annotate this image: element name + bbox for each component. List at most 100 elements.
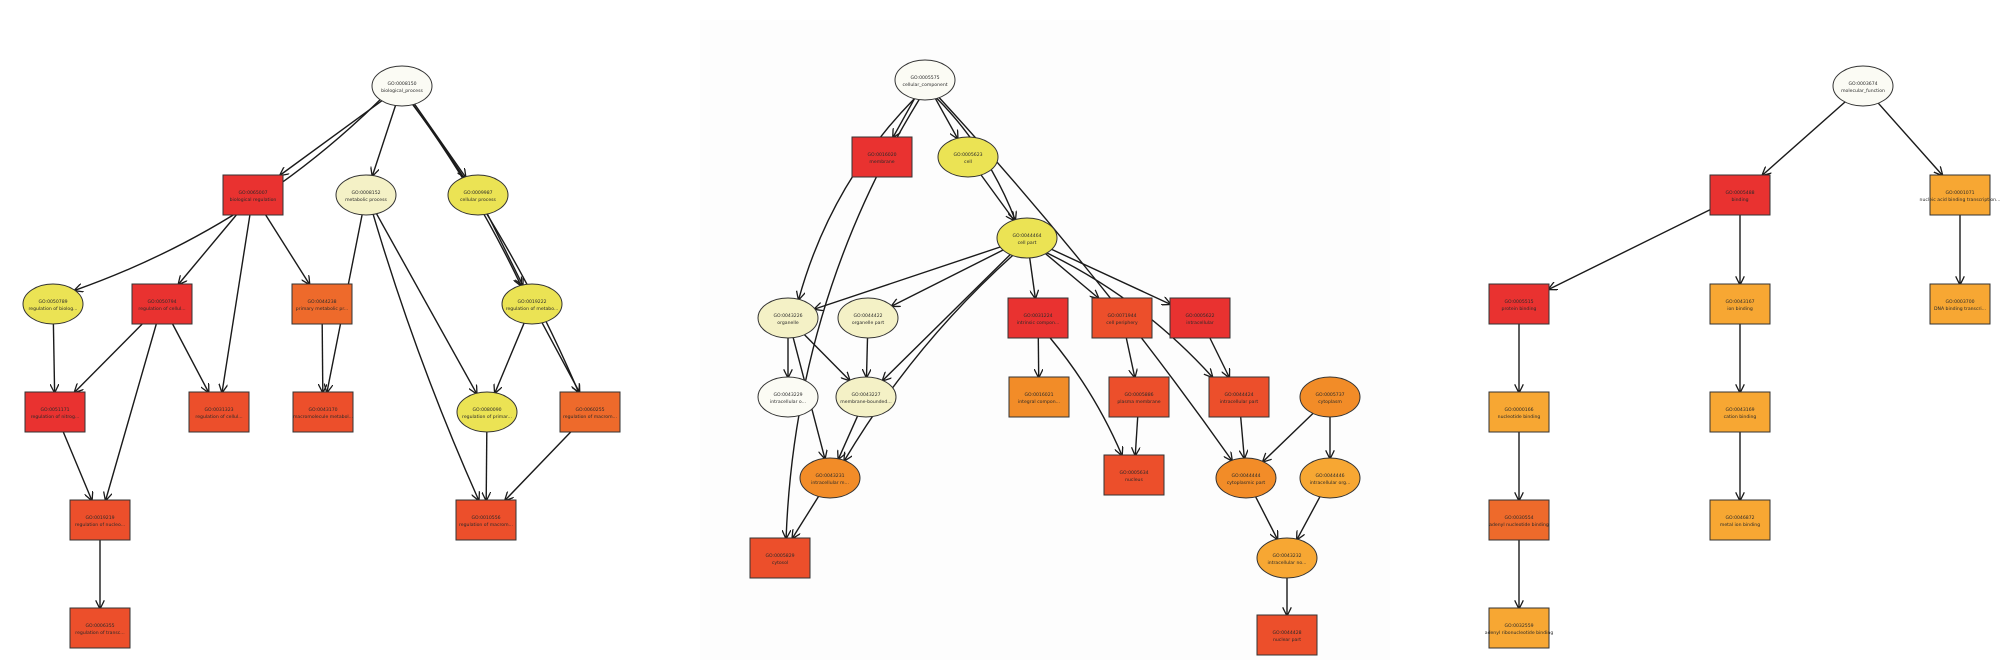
node-id-label: GO:0043232: [1272, 553, 1301, 559]
node-term-label: plasma membrane: [1117, 399, 1160, 405]
node-box: [1929, 283, 1991, 325]
edge-M14-to-M17: [1263, 412, 1314, 462]
edge-L5-to-L8: [75, 323, 143, 392]
node-ellipse: [1299, 376, 1361, 418]
node-box: [292, 391, 354, 433]
node-term-label: intracellular m...: [811, 480, 849, 486]
node-id-label: GO:0031323: [204, 407, 233, 413]
node-id-label: GO:0001071: [1945, 190, 1974, 196]
node-id-label: GO:0044422: [853, 313, 882, 319]
node-box: [1208, 376, 1270, 418]
node-term-label: adenyl ribonucleotide binding: [1485, 630, 1554, 636]
node-box: [1488, 607, 1550, 649]
node-id-label: GO:0016020: [867, 152, 896, 158]
node-ellipse: [996, 217, 1058, 259]
node-term-label: binding: [1731, 197, 1748, 203]
edge-M18-to-M19: [1297, 496, 1321, 539]
edge-M8-to-M13: [1209, 337, 1229, 377]
node-box: [69, 499, 131, 541]
node-term-label: regulation of nucleo...: [75, 522, 125, 528]
node-id-label: GO:0044424: [1224, 392, 1253, 398]
node-term-label: protein binding: [1502, 306, 1537, 312]
node-ellipse: [447, 174, 509, 216]
node-id-label: GO:0005515: [1504, 299, 1533, 305]
node-ellipse: [757, 297, 819, 339]
node-term-label: intracellular o...: [770, 399, 806, 405]
node-box: [1091, 297, 1153, 339]
edge-M3-to-M10: [883, 254, 1011, 381]
node-id-label: GO:0031224: [1023, 313, 1052, 319]
node-id-label: GO:0008152: [351, 190, 380, 196]
node-term-label: membrane-bounded...: [840, 399, 891, 405]
node-ellipse: [757, 376, 819, 418]
node-box: [1709, 499, 1771, 541]
edge-M7-to-M12: [1125, 337, 1134, 377]
node-box: [1007, 297, 1069, 339]
node-id-label: GO:0005488: [1725, 190, 1754, 196]
node-term-label: regulation of macrom...: [563, 414, 617, 420]
edge-L5-to-L9: [171, 323, 209, 392]
edge-M17-to-M19: [1255, 496, 1278, 539]
middle-graph-node-m10: GO:0043227membrane-bounded...: [835, 376, 897, 418]
node-id-label: GO:0043169: [1725, 407, 1754, 413]
node-term-label: molecular_function: [1841, 88, 1885, 94]
edge-L0-to-L1: [280, 100, 383, 175]
node-term-label: regulation of transc...: [75, 630, 124, 636]
node-term-label: regulation of primar...: [462, 414, 512, 420]
node-box: [455, 499, 517, 541]
edge-L8-to-L13: [62, 431, 91, 500]
node-id-label: GO:0019219: [85, 515, 114, 521]
node-term-label: cation binding: [1724, 414, 1757, 420]
node-id-label: GO:0032559: [1504, 623, 1533, 629]
node-term-label: ion binding: [1727, 306, 1753, 312]
node-ellipse: [894, 59, 956, 101]
edge-L1-to-L9: [222, 214, 251, 392]
edge-L1-to-L6: [265, 214, 310, 284]
node-term-label: adenyl nucleotide binding: [1489, 522, 1549, 528]
edge-L0-to-L12: [412, 104, 579, 392]
edge-L7-to-L11: [495, 323, 525, 392]
node-term-label: cell periphery: [1106, 320, 1138, 326]
node-box: [131, 283, 193, 325]
node-term-label: intracellular part: [1220, 399, 1259, 405]
edge-R0-to-R1: [1763, 101, 1846, 175]
node-term-label: intracellular: [1186, 320, 1214, 326]
node-box: [291, 283, 353, 325]
node-id-label: GO:0050789: [38, 299, 67, 305]
node-box: [1488, 499, 1550, 541]
node-id-label: GO:0044444: [1231, 473, 1260, 479]
node-term-label: macromolecule metabol...: [293, 414, 353, 420]
edge-M3-to-M8: [1051, 248, 1170, 304]
node-id-label: GO:0071944: [1107, 313, 1136, 319]
node-id-label: GO:0005623: [953, 152, 982, 158]
edge-L11-to-L14: [486, 431, 487, 500]
node-term-label: integral compon...: [1018, 399, 1060, 405]
node-id-label: GO:0000166: [1504, 407, 1533, 413]
node-term-label: nucleotide binding: [1498, 414, 1541, 420]
node-box: [1709, 391, 1771, 433]
node-box: [69, 607, 131, 649]
node-id-label: GO:0044446: [1315, 473, 1344, 479]
